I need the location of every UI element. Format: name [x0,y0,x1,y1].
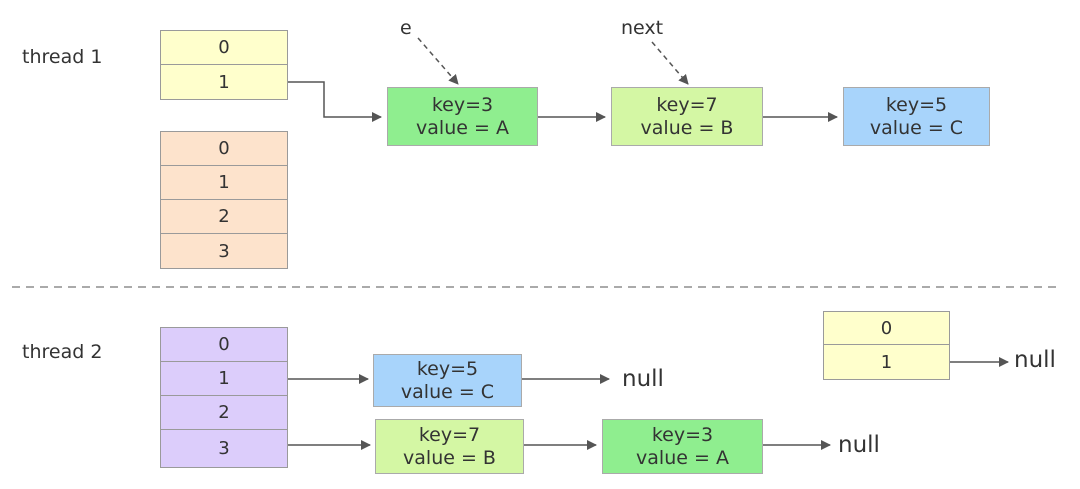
e-pointer-label: e [400,17,412,39]
thread1-old-bucket-0: 0 [160,30,288,65]
thread2-new-bucket-0: 0 [160,327,288,362]
e-pointer-arrow [417,37,459,85]
thread2-node-key5: key=5 value = C [373,354,522,407]
thread1-label: thread 1 [22,46,103,68]
thread1-new-bucket-0: 0 [160,131,288,166]
node-value: value = A [636,446,729,469]
thread2-node-key3: key=3 value = A [602,419,763,474]
thread1-node-key7: key=7 value = B [611,87,763,146]
node-value: value = B [640,116,734,139]
thread2-new-table: 0 1 2 3 [160,327,288,468]
thread1-old-table: 0 1 [160,30,288,100]
node-key: key=7 [656,93,718,116]
node-value: value = C [869,116,964,139]
node-value: value = B [403,446,496,469]
node-value: value = C [400,380,495,403]
thread1-new-bucket-2: 2 [160,200,288,234]
thread2-new-bucket-2: 2 [160,396,288,430]
thread1-node-key5: key=5 value = C [843,87,990,146]
thread1-new-bucket-3: 3 [160,234,288,269]
thread2-bucket1-null: null [622,366,664,392]
thread2-bucket3-null: null [838,432,880,458]
thread2-new-bucket-3: 3 [160,430,288,468]
thread1-node-key3: key=3 value = A [387,87,538,146]
thread1-new-table: 0 1 2 3 [160,131,288,269]
thread2-old-bucket1-null: null [1014,347,1056,373]
thread2-old-bucket-1: 1 [823,345,950,380]
thread2-label: thread 2 [22,341,103,363]
thread1-bucket1-link [288,81,382,122]
node-key: key=5 [416,357,479,380]
thread1-new-bucket-1: 1 [160,166,288,200]
node-key: key=5 [885,93,948,116]
thread2-old-table: 0 1 [823,311,950,380]
node-key: key=3 [431,93,494,116]
thread1-old-bucket-1: 1 [160,65,288,100]
node-value: value = A [416,116,509,139]
next-pointer-arrow [651,41,689,85]
node-key: key=7 [418,423,481,446]
next-pointer-label: next [621,17,664,39]
thread2-new-bucket-1: 1 [160,362,288,396]
thread2-old-bucket-0: 0 [823,311,950,345]
node-key: key=3 [651,423,714,446]
thread2-node-key7: key=7 value = B [375,419,524,474]
